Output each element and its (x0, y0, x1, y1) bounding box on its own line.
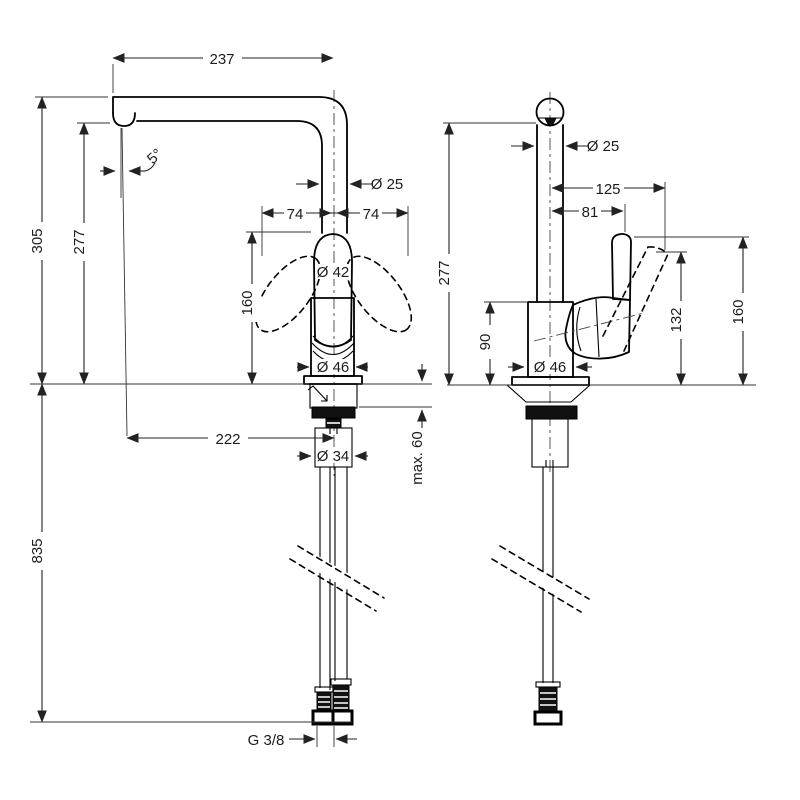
dim-side-handle-reach-open: 125 (595, 181, 620, 198)
dim-side-handle-reach: 81 (582, 204, 599, 221)
hose-side (491, 467, 591, 726)
dim-front-hose-length: 835 (29, 538, 46, 563)
dim-side-spout-diameter: Ø 25 (587, 138, 620, 155)
handle-swing-dashed (254, 255, 413, 333)
dim-side-base-diameter: Ø 46 (534, 359, 567, 376)
dim-front-handle-swing-left: 74 (287, 206, 304, 223)
dim-front-body-height: 160 (239, 290, 256, 315)
mounting-hardware-front (307, 383, 358, 468)
dim-front-spout-height: 277 (71, 229, 88, 254)
hoses-front (289, 467, 386, 726)
dim-front-handle-swing-right: 74 (363, 206, 380, 223)
dim-side-base-height: 90 (477, 334, 494, 351)
stream-line (120, 127, 128, 437)
handle-lever-side (564, 296, 631, 360)
lever-axis (533, 312, 645, 342)
dim-front-max-counter: max. 60 (409, 431, 426, 484)
dim-front-reach-to-stream: 222 (215, 431, 240, 448)
side-view (447, 92, 756, 726)
spout-end-circle (535, 97, 565, 127)
dim-side-spout-height: 277 (436, 260, 453, 285)
hose-nut-side (533, 710, 563, 726)
aerator-side (544, 117, 557, 125)
mounting-hardware-side (506, 384, 591, 468)
aerator-front (112, 112, 136, 127)
dim-front-shank-diameter: Ø 34 (317, 448, 350, 465)
escutcheon-front (303, 375, 363, 385)
hose-break-lines-side (491, 545, 590, 613)
hose-break-lines-front (289, 545, 385, 612)
dim-front-hose-thread: G 3/8 (248, 732, 285, 749)
dim-side-handle-height-open: 132 (668, 307, 685, 332)
escutcheon-side (511, 376, 590, 386)
handle-open-dashed (602, 246, 669, 352)
front-view (30, 90, 432, 726)
hose-nut-2 (331, 709, 354, 726)
dim-front-total-height: 305 (29, 228, 46, 253)
dim-front-handle-diameter: Ø 42 (317, 264, 350, 281)
handle-grip-side (611, 233, 632, 301)
dim-front-spout-reach: 237 (209, 51, 234, 68)
dim-front-spout-diameter: Ø 25 (371, 176, 404, 193)
dim-front-stream-angle: 5° (144, 146, 166, 168)
dim-front-base-diameter: Ø 46 (317, 359, 350, 376)
dimensions-side: 277 Ø 25 125 81 90 Ø 46 132 160 (436, 122, 752, 386)
cartridge-dome-arcs (311, 335, 355, 363)
dimensions-front: 237 305 277 5° Ø 25 74 74 160 (29, 50, 432, 749)
handle-front (313, 233, 353, 348)
dim-side-handle-height: 160 (730, 299, 747, 324)
spout-outline (112, 96, 348, 234)
